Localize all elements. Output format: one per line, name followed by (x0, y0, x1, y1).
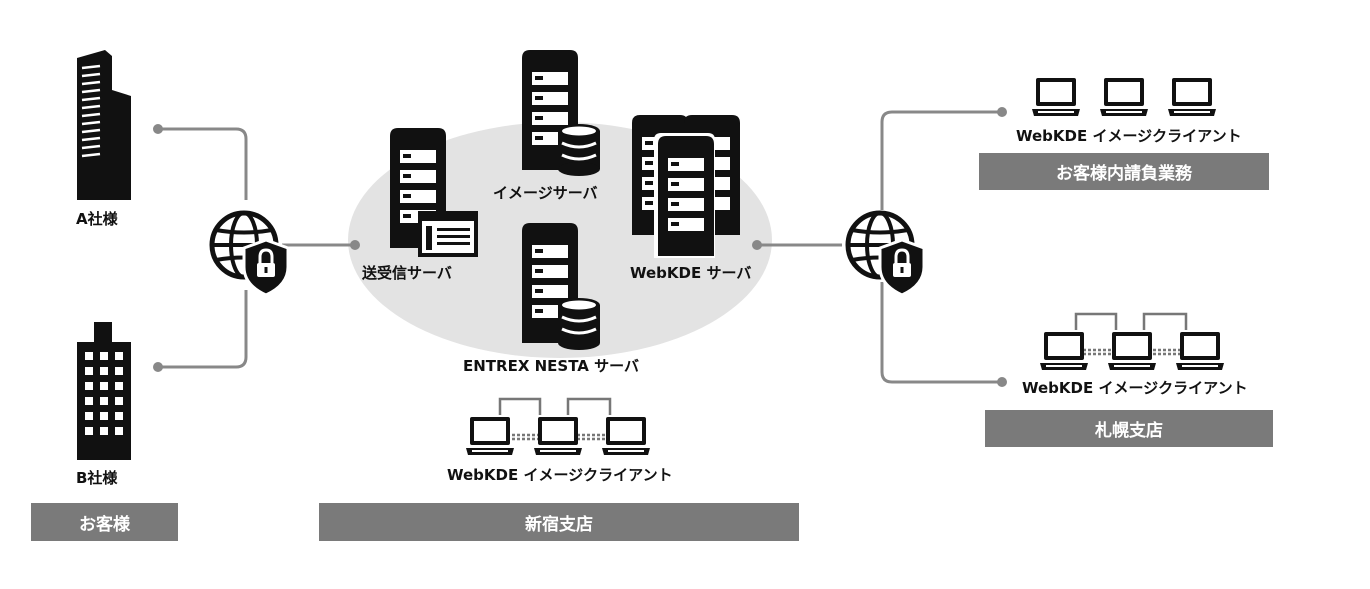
onsite-bar: お客様内請負業務 (979, 153, 1269, 190)
connector-lines (158, 110, 998, 384)
customers-bar: お客様 (31, 503, 178, 541)
company-b-label: B社様 (76, 469, 118, 487)
shinjuku-client-label: WebKDE イメージクライアント (447, 466, 673, 484)
secure-globe-icon-right (848, 213, 924, 295)
webkde-server-label: WebKDE サーバ (630, 264, 752, 282)
entrex-server-db-icon (556, 296, 602, 352)
image-server-label: イメージサーバ (493, 184, 598, 202)
shinjuku-client-laptops-icon (466, 397, 650, 455)
image-server-db-icon (556, 122, 602, 178)
sapporo-bar: 札幌支店 (985, 410, 1273, 447)
shinjuku-bar: 新宿支店 (319, 503, 799, 541)
secure-globe-icon-left (212, 213, 288, 295)
connector-dots (153, 107, 1007, 387)
onsite-client-label: WebKDE イメージクライアント (1016, 127, 1242, 145)
send-recv-window-icon (418, 211, 478, 257)
building-b-icon (77, 322, 131, 460)
building-a-icon (77, 50, 131, 200)
sapporo-client-laptops-icon (1040, 312, 1224, 370)
sapporo-client-label: WebKDE イメージクライアント (1022, 379, 1248, 397)
webkde-server-cluster-icon (632, 115, 740, 258)
onsite-client-laptops-icon (1032, 78, 1216, 116)
company-a-label: A社様 (76, 210, 118, 228)
entrex-server-label: ENTREX NESTA サーバ (463, 357, 639, 375)
send-recv-server-label: 送受信サーバ (362, 264, 452, 282)
